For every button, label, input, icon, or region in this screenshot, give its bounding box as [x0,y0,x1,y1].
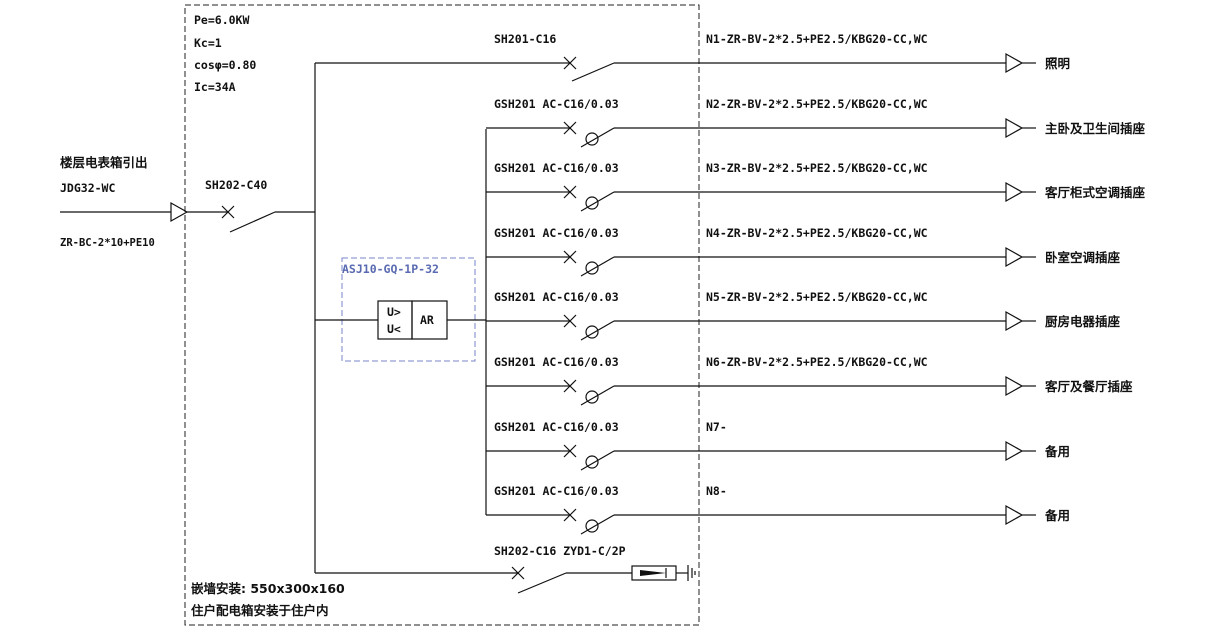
circuit-7-breaker-blade [580,450,615,471]
circuit-3-breaker-blade [580,191,615,212]
circuit-8-breaker-label: GSH201 AC-C16/0.03 [494,484,619,498]
circuit-8-cable-label: N8- [706,484,727,498]
circuit-7-cable-label: N7- [706,420,727,434]
circuit-2-breaker-blade [580,127,615,148]
circuit-8-load-label: 备用 [1044,508,1070,523]
circuit-7-arrow [1005,440,1024,462]
circuit-1-arrow [1005,52,1024,74]
circuit-2-load-label: 主卧及卫生间插座 [1045,121,1146,136]
circuit-6-arrow [1005,375,1024,397]
spd-breaker-x2 [511,566,525,580]
circuit-1-load-label: 照明 [1045,56,1070,71]
circuit-4-load-label: 卧室空调插座 [1045,250,1121,265]
circuit-5-breaker-blade [580,320,615,341]
protector-model: ASJ10-GQ-1P-32 [342,262,439,276]
circuit-6-load-label: 客厅及餐厅插座 [1044,379,1133,394]
circuit-5-cable-label: N5-ZR-BV-2*2.5+PE2.5/KBG20-CC,WC [706,290,928,304]
install-note-2: 住户配电箱安装于住户内 [191,603,329,618]
circuit-8-arrow [1005,504,1024,526]
circuit-2-cable-label: N2-ZR-BV-2*2.5+PE2.5/KBG20-CC,WC [706,97,928,111]
protector-unit: ASJ10-GQ-1P-32 U> U< AR [315,257,486,362]
incoming-cable: ZR-BC-2*10+PE10 [60,237,155,249]
param-ic: Ic=34A [194,80,236,94]
circuit-5-breaker-label: GSH201 AC-C16/0.03 [494,290,619,304]
circuit-7-load-label: 备用 [1044,444,1070,459]
circuit-5-rcd-icon [585,325,599,339]
circuit-5-arrow [1005,310,1024,332]
main-breaker-blade [229,211,276,233]
circuit-5-load-label: 厨房电器插座 [1045,314,1121,329]
circuit-6-breaker-label: GSH201 AC-C16/0.03 [494,355,619,369]
circuit-2-arrow [1005,117,1024,139]
circuit-4-cable-label: N4-ZR-BV-2*2.5+PE2.5/KBG20-CC,WC [706,226,928,240]
main-breaker-x2 [221,205,235,219]
circuit-8-breaker-blade [580,514,615,535]
circuit-3-arrow [1005,181,1024,203]
circuit-6-cable-label: N6-ZR-BV-2*2.5+PE2.5/KBG20-CC,WC [706,355,928,369]
spd-breaker-blade [517,572,567,594]
circuit-2-rcd-icon [585,132,599,146]
circuit-3-rcd-icon [585,196,599,210]
protector-ov: U> [387,305,401,319]
spd-branch: SH202-C16 ZYD1-C/2P [315,544,696,594]
distribution-box-outline [184,4,700,626]
circuit-3-breaker-label: GSH201 AC-C16/0.03 [494,161,619,175]
circuits: SH201-C16 N1-ZR-BV-2*2.5+PE2.5/KBG20-CC,W… [486,32,1146,535]
circuit-3-load-label: 客厅柜式空调插座 [1044,185,1146,200]
incoming-source: 楼层电表箱引出 [60,155,148,170]
spd-label: SH202-C16 ZYD1-C/2P [494,544,626,558]
circuit-8-rcd-icon [585,519,599,533]
circuit-1-breaker-blade [571,62,615,82]
protector-ar: AR [420,313,434,327]
circuit-6-breaker-blade [580,385,615,406]
param-cosphi: cosφ=0.80 [194,58,256,72]
install-notes: 嵌墙安装: 550x300x160 住户配电箱安装于住户内 [191,581,345,618]
circuit-3-cable-label: N3-ZR-BV-2*2.5+PE2.5/KBG20-CC,WC [706,161,928,175]
incoming-conduit: JDG32-WC [60,181,115,195]
main-breaker-label: SH202-C40 [205,178,267,192]
circuit-4-breaker-blade [580,256,615,277]
param-pe: Pe=6.0KW [194,13,249,27]
spd-arrow-icon [640,570,666,576]
circuit-1-breaker-label: SH201-C16 [494,32,556,46]
protector-outline [341,257,476,362]
circuit-7-rcd-icon [585,455,599,469]
circuit-6-rcd-icon [585,390,599,404]
circuit-4-breaker-label: GSH201 AC-C16/0.03 [494,226,619,240]
circuit-1-cable-label: N1-ZR-BV-2*2.5+PE2.5/KBG20-CC,WC [706,32,928,46]
param-kc: Kc=1 [194,36,222,50]
circuit-7-breaker-label: GSH201 AC-C16/0.03 [494,420,619,434]
incoming-feeder: 楼层电表箱引出 JDG32-WC ZR-BC-2*10+PE10 SH202-C… [60,155,315,249]
circuit-4-arrow [1005,246,1024,268]
panel-parameters: Pe=6.0KW Kc=1 cosφ=0.80 Ic=34A [194,13,256,94]
install-note-1: 嵌墙安装: 550x300x160 [191,581,345,596]
incoming-arrow [170,201,189,223]
circuit-2-breaker-label: GSH201 AC-C16/0.03 [494,97,619,111]
circuit-4-rcd-icon [585,261,599,275]
protector-uv: U< [387,322,401,336]
